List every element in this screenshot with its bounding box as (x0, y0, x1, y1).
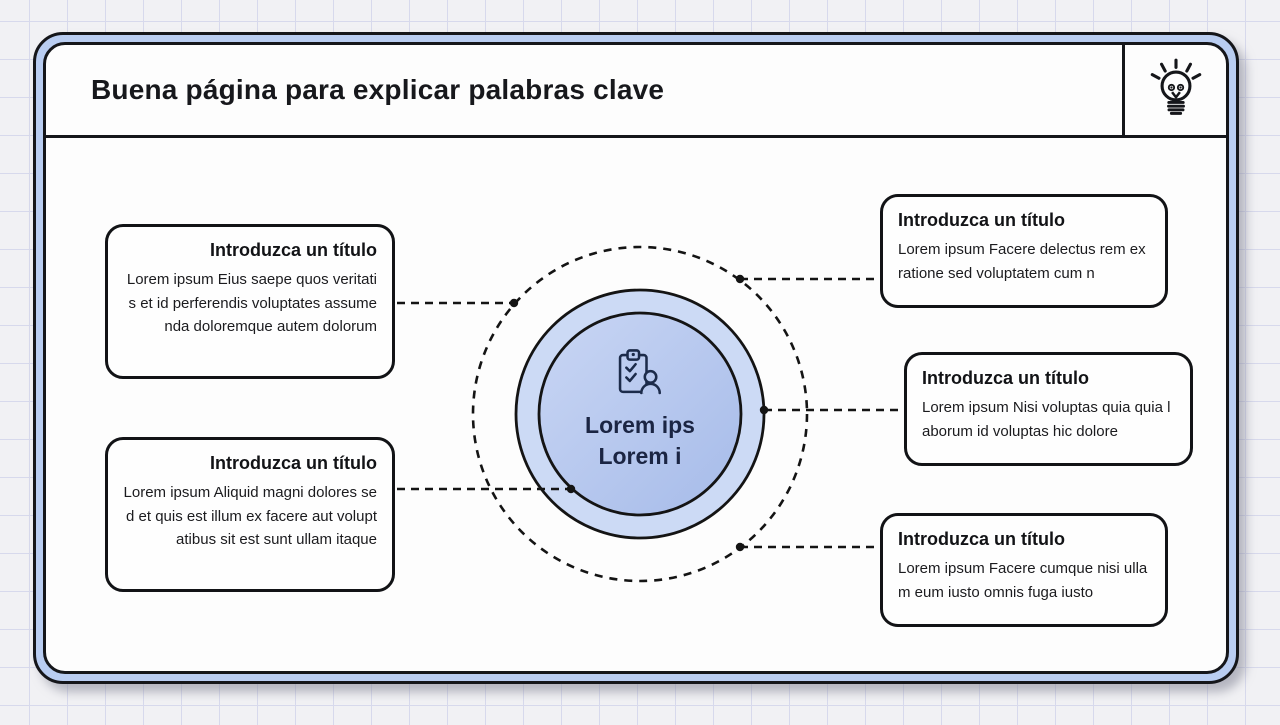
callout-middle-right: Introduzca un título Lorem ipsum Nisi vo… (904, 352, 1193, 466)
callout-title: Introduzca un título (210, 240, 377, 260)
lightbulb-icon (1143, 55, 1209, 126)
title-cell: Buena página para explicar palabras clav… (46, 45, 1122, 135)
callout-title: Introduzca un título (898, 210, 1065, 230)
callout-body: Lorem ipsum Eius saepe quos veritatis et… (126, 271, 377, 335)
callout-top-right: Introduzca un título Lorem ipsum Facere … (880, 194, 1168, 308)
callout-body: Lorem ipsum Facere cumque nisi ullam eum… (898, 560, 1148, 601)
callout-bottom-right: Introduzca un título Lorem ipsum Facere … (880, 513, 1168, 627)
page-title: Buena página para explicar palabras clav… (91, 74, 665, 105)
callout-title: Introduzca un título (210, 453, 377, 473)
callout-title: Introduzca un título (898, 529, 1065, 549)
callout-bottom-left: Introduzca un título Lorem ipsum Aliquid… (105, 437, 395, 592)
callout-body: Lorem ipsum Aliquid magni dolores sed et… (123, 484, 377, 548)
callout-top-left: Introduzca un título Lorem ipsum Eius sa… (105, 224, 395, 379)
slide-header: Buena página para explicar palabras clav… (46, 45, 1226, 138)
lightbulb-box (1122, 45, 1226, 135)
callout-body: Lorem ipsum Facere delectus rem ex ratio… (898, 241, 1146, 282)
callout-body: Lorem ipsum Nisi voluptas quia quia labo… (922, 399, 1171, 440)
callout-title: Introduzca un título (922, 368, 1089, 388)
